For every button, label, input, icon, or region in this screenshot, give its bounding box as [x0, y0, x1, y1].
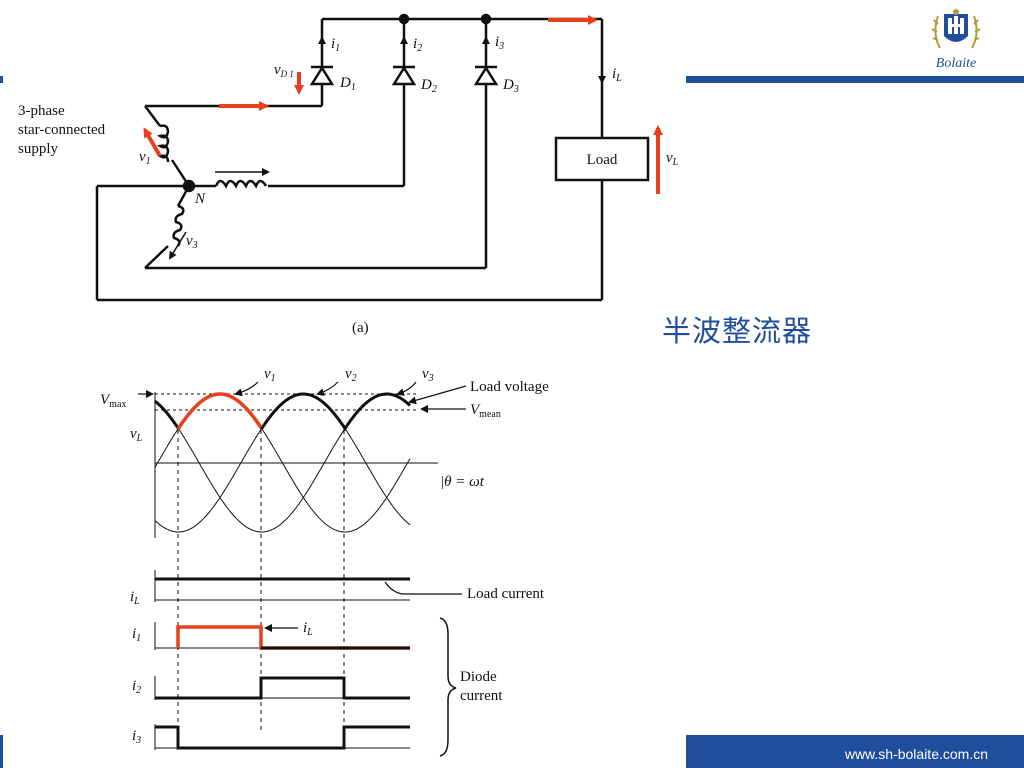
- i3-label: i3: [495, 34, 504, 52]
- circuit-diagram: [95, 13, 650, 302]
- winding-1-lead: [144, 105, 161, 127]
- diode-current-label-line-1: Diode: [460, 669, 497, 685]
- i1-label: i1: [331, 36, 340, 54]
- top-accent-band: [686, 76, 1024, 83]
- v1-label: v1: [139, 149, 151, 167]
- i2-label: i2: [413, 36, 422, 54]
- figure-caption: (a): [352, 320, 369, 336]
- load-current-trace: iL Load current: [130, 570, 545, 607]
- neutral-node: [182, 179, 196, 193]
- left-accent-tick-bottom: [0, 735, 3, 768]
- load-current-label: Load current: [467, 586, 545, 602]
- v1-arrow-icon: [143, 127, 162, 157]
- supply-label-line-1: 3-phase: [18, 103, 65, 119]
- diode-current-brace: [439, 617, 457, 757]
- v2-curve-label: v2: [345, 366, 357, 384]
- waveform-labels: Vmax vL v1 v2 v3 Load voltage Vmean |θ =…: [100, 366, 549, 490]
- iL-trace-label: iL: [130, 589, 140, 607]
- circuit-labels: 3-phase star-connected supply v1 v3 N vD…: [18, 34, 679, 336]
- i1-trace: i1 iL: [132, 620, 410, 650]
- supply-label-line-2: star-connected: [18, 122, 106, 138]
- theta-axis-label: |θ = ωt: [440, 474, 485, 490]
- footer-band: [686, 735, 1024, 768]
- load-box: [554, 136, 650, 182]
- i2-trace: i2: [132, 676, 410, 700]
- winding-1-coil: [156, 124, 170, 163]
- current-arrows: [168, 36, 606, 260]
- v3-arrow-icon: [168, 231, 187, 260]
- waveform-plot: Vmax vL v1 v2 v3 Load voltage Vmean |θ =…: [100, 366, 549, 757]
- diode-3-symbol: [473, 65, 499, 86]
- neutral-label: N: [194, 191, 206, 207]
- iL-label: iL: [612, 66, 622, 84]
- i3-trace-label: i3: [132, 728, 141, 746]
- highlight-arrows: [143, 15, 663, 194]
- vmax-label: Vmax: [100, 392, 126, 410]
- vD1-label: vD 1: [274, 62, 294, 79]
- slide-title: 半波整流器: [662, 314, 813, 348]
- winding-3-coil: [172, 204, 185, 247]
- logo-text: Bolaite: [936, 56, 976, 71]
- vL-axis-label: vL: [130, 426, 143, 444]
- load-label: Load: [587, 152, 618, 168]
- v3-label: v3: [186, 233, 198, 251]
- i1-trace-label: i1: [132, 626, 141, 644]
- diode-1-symbol: [309, 65, 335, 86]
- v1-curve-label: v1: [264, 366, 276, 384]
- logo-emblem-icon: [931, 9, 981, 49]
- left-accent-tick-top: [0, 76, 3, 83]
- load-voltage-highlight: [176, 392, 263, 430]
- vmean-label: Vmean: [470, 402, 501, 420]
- diode-2-symbol: [391, 65, 417, 86]
- v3-curve-label: v3: [422, 366, 434, 384]
- diode-1-label: D1: [339, 75, 356, 93]
- footer-url[interactable]: www.sh-bolaite.com.cn: [844, 746, 988, 762]
- winding-3-lead: [144, 245, 169, 269]
- i1-annotation: iL: [303, 620, 313, 638]
- pointer-arrows: [138, 381, 467, 413]
- winding-2-coil: [214, 179, 268, 189]
- load-voltage-label: Load voltage: [470, 379, 549, 395]
- diode-3-label: D3: [502, 77, 519, 95]
- i3-trace: i3: [132, 724, 410, 750]
- diode-2-label: D2: [420, 77, 437, 95]
- bolaite-logo: Bolaite: [931, 9, 981, 71]
- supply-label-line-3: supply: [18, 141, 59, 157]
- i2-trace-label: i2: [132, 678, 141, 696]
- diode-current-label-line-2: current: [460, 688, 503, 704]
- vL-label: vL: [666, 150, 679, 168]
